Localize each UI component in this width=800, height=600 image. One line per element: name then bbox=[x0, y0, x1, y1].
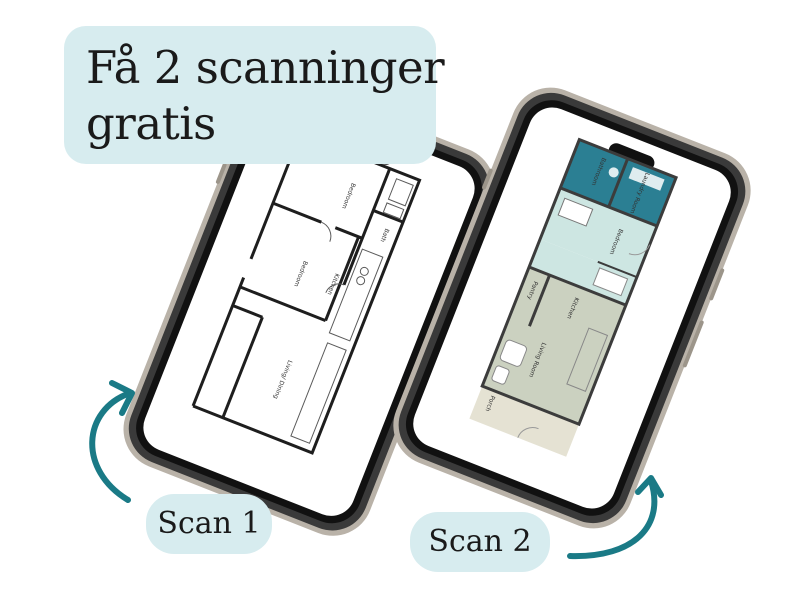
headline-line-1: Få 2 scanninger bbox=[86, 41, 445, 94]
floor-plan-1: Bath Bedroom Bedroom Kitchen Living/ Din… bbox=[191, 131, 422, 455]
phone-2: Bathroom Laundry Room Bedroom Pantry Kit… bbox=[393, 87, 751, 529]
curved-arrow-icon bbox=[567, 475, 664, 560]
scan-1-label: Scan 1 bbox=[146, 494, 272, 554]
headline-line-2: gratis bbox=[86, 97, 216, 150]
plan1-label-bath: Bath bbox=[379, 227, 391, 243]
scan-2-label: Scan 2 bbox=[410, 512, 550, 572]
floor-plan-2: Bathroom Laundry Room Bedroom Pantry Kit… bbox=[469, 137, 679, 457]
curved-arrow-icon bbox=[89, 380, 135, 503]
headline: Få 2 scanninger gratis bbox=[64, 26, 445, 164]
